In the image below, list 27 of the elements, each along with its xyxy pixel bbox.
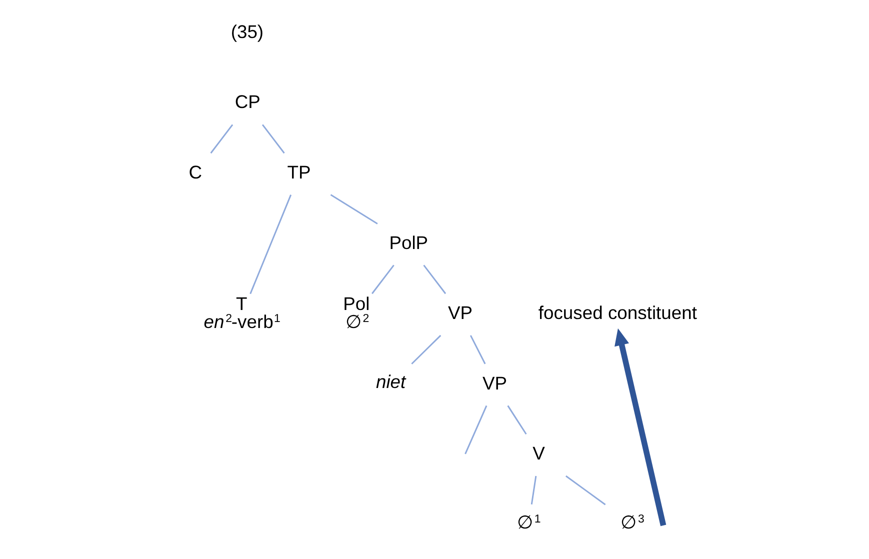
connector [261,124,284,154]
arrow [614,328,666,526]
node-text: TP [286,161,310,182]
node-text: ∅$^{3}$ [620,512,644,533]
connector [371,264,394,294]
node-text: VP [482,372,507,394]
node-text: Pol ∅$^{2}$ [342,292,370,332]
node-text: C [188,161,202,182]
node-text: PolP [388,232,428,253]
connector [210,124,233,154]
node-text: ∅$^{1}$ [516,512,540,533]
connector [249,194,292,294]
node-text: T en$^{2}$-verb$^{1}$ [203,292,280,332]
connector [410,334,441,364]
connector [464,405,487,454]
connector [469,335,486,364]
node-text: niet [375,371,406,392]
node-text: CP [234,91,260,112]
connector [506,405,526,435]
node-text: V [532,442,544,464]
connector [530,476,536,505]
node-text: focused constituent [538,302,696,324]
connector [330,194,378,224]
node-text: VP [447,302,472,324]
connector [565,475,606,506]
label: (35) [230,20,264,42]
connector [422,264,446,294]
